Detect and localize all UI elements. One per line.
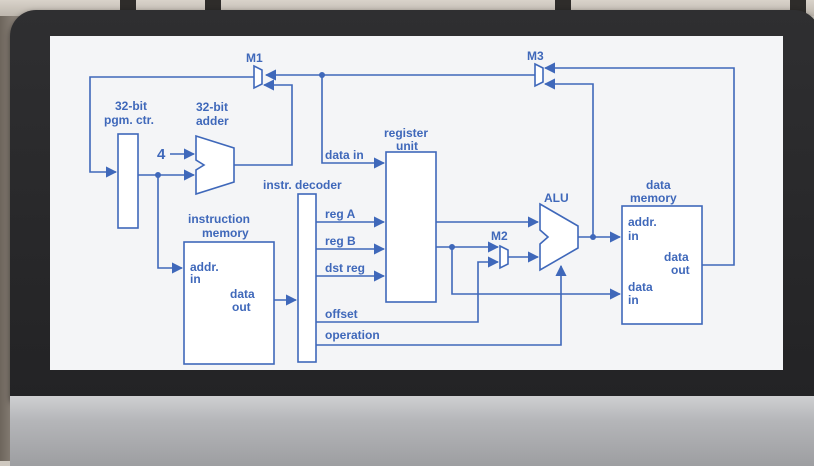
wire-m1-to-pc [89, 76, 254, 178]
imem-label-line2: memory [202, 226, 249, 240]
wire-alu-to-m3 [543, 78, 594, 237]
decoder-title: instr. decoder [263, 178, 342, 192]
mux-m3-label: M3 [527, 49, 544, 63]
mux-m1 [253, 64, 263, 90]
wire-dmem-to-m3 [543, 62, 735, 266]
dmem-in-line1: data [628, 280, 653, 294]
wire-reg-to-dmem-data [451, 247, 622, 300]
cpu-datapath-diagram: M1 M3 M2 32-bit pgm. ctr. 32-bit adder 4… [89, 49, 735, 365]
dmem-addr-line1: addr. [628, 215, 657, 229]
mux-m3 [534, 62, 544, 88]
mux-m2 [499, 244, 509, 270]
register-unit-box [385, 151, 437, 303]
adder-label-line1: 32-bit [196, 100, 228, 114]
register-unit-label-line1: register [384, 126, 428, 140]
wire-adder-to-m1 [234, 79, 293, 166]
operation-label: operation [325, 328, 380, 342]
register-unit-label-line2: unit [396, 139, 418, 153]
imem-out-line2: out [232, 300, 251, 314]
dst-reg-label: dst reg [325, 261, 365, 275]
offset-label: offset [325, 307, 358, 321]
monitor-screen: M1 M3 M2 32-bit pgm. ctr. 32-bit adder 4… [50, 36, 783, 370]
dmem-label-line2: memory [630, 191, 677, 205]
instruction-decoder-box [297, 193, 317, 363]
pc-label-line2: pgm. ctr. [104, 113, 154, 127]
data-memory-box [621, 205, 703, 325]
alu-shape [539, 202, 579, 272]
wire-pc-to-imem [157, 175, 184, 274]
imem-addr-line1: addr. [190, 260, 219, 274]
pc-label-line1: 32-bit [115, 99, 147, 113]
imem-label-line1: instruction [188, 212, 250, 226]
dmem-out-line2: out [671, 263, 690, 277]
mux-m2-label: M2 [491, 229, 508, 243]
dmem-label-line1: data [646, 178, 671, 192]
imem-out-line1: data [230, 287, 255, 301]
wire-writeback-to-register [321, 75, 386, 169]
adder-shape [195, 134, 235, 196]
junction-dot [155, 172, 161, 178]
mux-m1-label: M1 [246, 51, 263, 65]
dmem-in-line2: in [628, 293, 639, 307]
monitor-chin [10, 396, 814, 466]
wire-offset-to-m2 [316, 256, 500, 323]
adder-constant-label: 4 [157, 146, 166, 163]
adder-label-line2: adder [196, 114, 229, 128]
reg-b-label: reg B [325, 234, 356, 248]
dmem-addr-line2: in [628, 229, 639, 243]
reg-a-label: reg A [325, 207, 356, 221]
program-counter-box [117, 133, 139, 229]
dmem-out-line1: data [664, 250, 689, 264]
alu-label: ALU [544, 191, 569, 205]
data-in-label: data in [325, 148, 364, 162]
instruction-memory-box [183, 241, 275, 365]
junction-dot [319, 72, 325, 78]
wire-operation-to-alu [316, 264, 567, 346]
imem-addr-line2: in [190, 272, 201, 286]
